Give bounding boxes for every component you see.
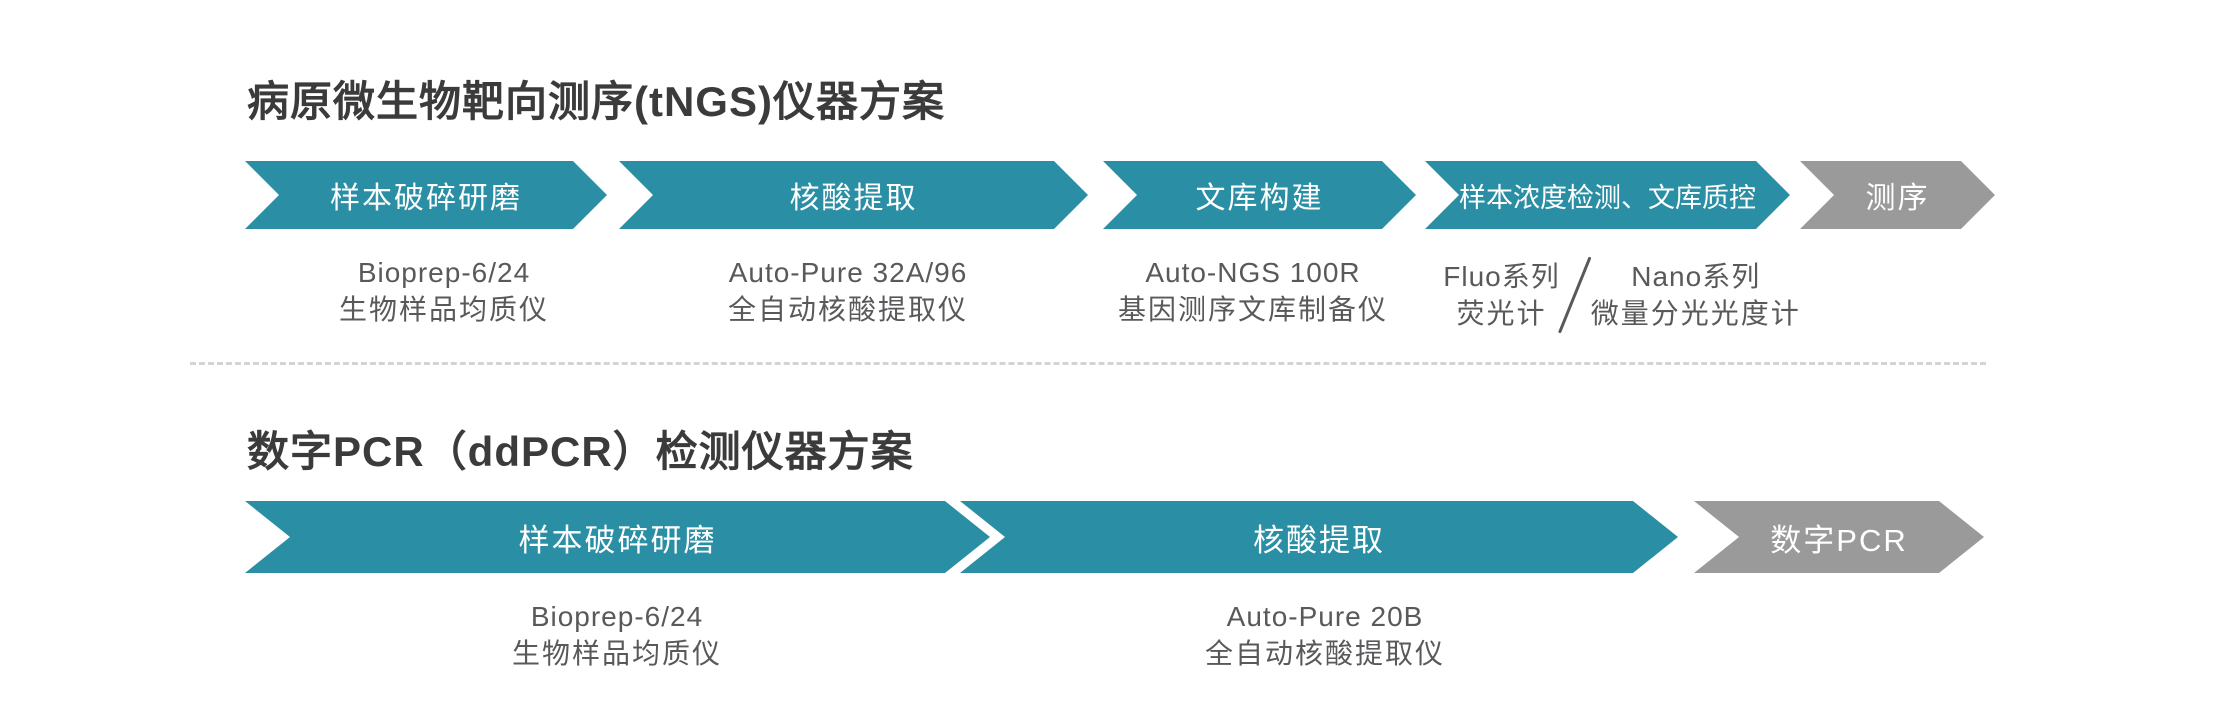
instrument-autopure-20b: Auto-Pure 20B 全自动核酸提取仪: [1205, 598, 1445, 672]
instrument-model: Fluo系列: [1443, 261, 1560, 292]
instrument-name: 荧光计: [1456, 298, 1547, 329]
instrument-nano: Nano系列 微量分光光度计: [1591, 258, 1801, 332]
step-arrow-sample-grinding: 样本破碎研磨: [245, 501, 990, 573]
instrument-fluo: Fluo系列 荧光计: [1443, 258, 1559, 332]
instrument-bioprep: Bioprep-6/24 生物样品均质仪: [339, 254, 549, 328]
step-arrow-library-construction: 文库构建: [1103, 161, 1416, 229]
step-arrow-digital-pcr: 数字PCR: [1694, 501, 1984, 573]
instrument-model: Bioprep-6/24: [357, 257, 531, 288]
instrument-model: Nano系列: [1631, 261, 1761, 292]
instrument-name: 全自动核酸提取仪: [727, 294, 969, 325]
instrument-name: 基因测序文库制备仪: [1117, 294, 1389, 325]
instrument-model: Auto-NGS 100R: [1145, 257, 1361, 288]
instrument-model: Auto-Pure 32A/96: [728, 257, 968, 288]
step-arrow-nucleic-acid-extraction: 核酸提取: [960, 501, 1678, 573]
instrument-autongs-100r: Auto-NGS 100R 基因测序文库制备仪: [1118, 254, 1388, 328]
slash-divider-icon: [1558, 256, 1592, 334]
instrument-autopure-32a96: Auto-Pure 32A/96 全自动核酸提取仪: [728, 254, 968, 328]
step-arrow-concentration-qc: 样本浓度检测、文库质控: [1425, 161, 1790, 229]
section-title-tngs: 病原微生物靶向测序(tNGS)仪器方案: [247, 78, 945, 125]
instrument-name: 生物样品均质仪: [338, 294, 550, 325]
instrument-model: Auto-Pure 20B: [1226, 601, 1424, 632]
instrument-name: 全自动核酸提取仪: [1204, 638, 1446, 669]
step-arrow-sample-grinding: 样本破碎研磨: [245, 161, 607, 229]
instrument-fluo-nano-pair: Fluo系列 荧光计 Nano系列 微量分光光度计: [1443, 254, 1801, 336]
instrument-name: 生物样品均质仪: [511, 638, 723, 669]
step-arrow-sequencing: 测序: [1800, 161, 1995, 229]
instrument-name: 微量分光光度计: [1590, 298, 1801, 329]
instrument-model: Bioprep-6/24: [530, 601, 704, 632]
section-divider: [190, 362, 1986, 365]
step-arrow-nucleic-acid-extraction: 核酸提取: [619, 161, 1088, 229]
instrument-bioprep: Bioprep-6/24 生物样品均质仪: [512, 598, 722, 672]
section-title-ddpcr: 数字PCR（ddPCR）检测仪器方案: [247, 428, 914, 475]
